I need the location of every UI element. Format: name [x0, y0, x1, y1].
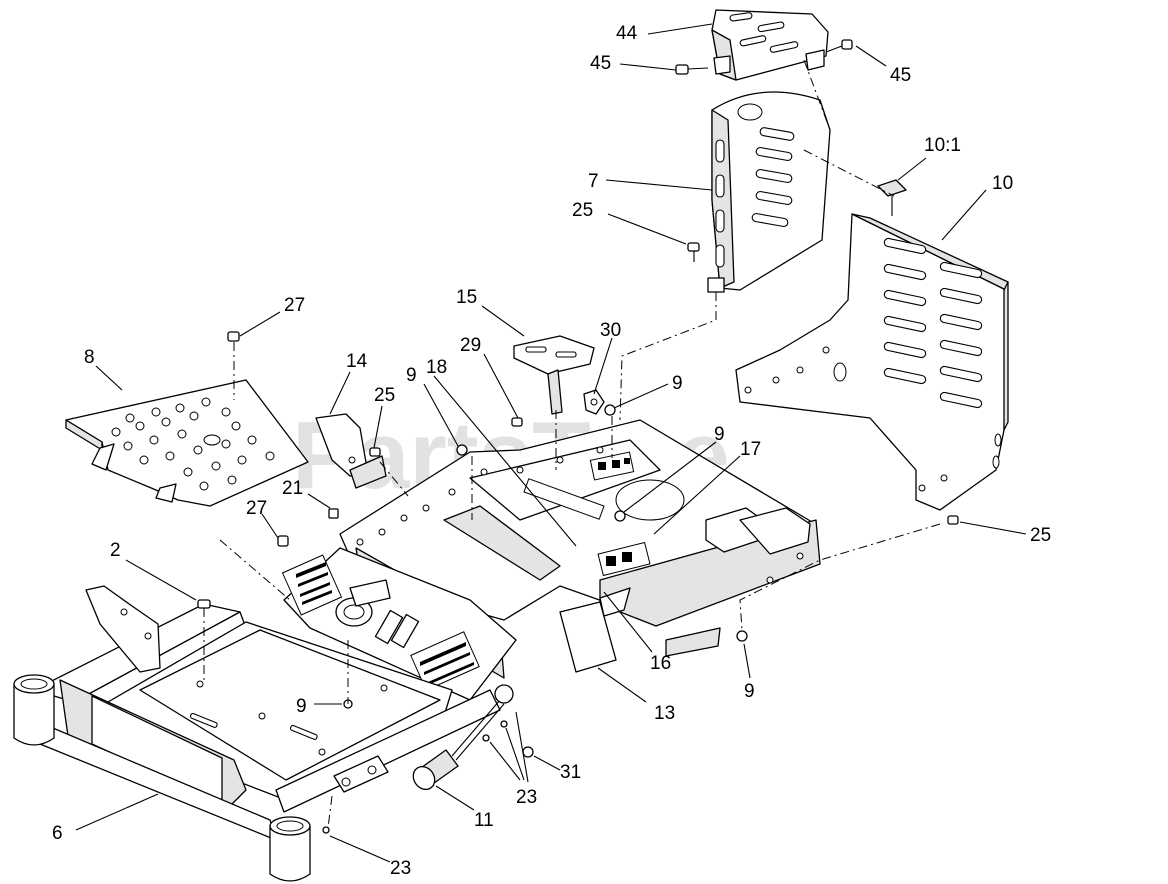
callout-11: 11: [474, 810, 494, 831]
bolt-25-lower: [947, 515, 959, 525]
callout-27-upper: 27: [284, 295, 305, 316]
part-21-clip: [328, 508, 339, 519]
nut-31: [522, 746, 534, 758]
callout-10-1: 10:1: [924, 135, 961, 156]
seat-support-slots: [883, 237, 983, 409]
callout-44: 44: [616, 23, 638, 44]
part-7-rear-shield: [707, 91, 831, 293]
callout-29: 29: [460, 335, 481, 356]
callout-21: 21: [282, 478, 303, 499]
callout-45-right: 45: [890, 65, 911, 86]
part-14-side-guard: [315, 413, 387, 489]
caster-tube-left: [13, 674, 55, 746]
bolt-2: [197, 599, 211, 609]
bolt-25-upper: [687, 242, 700, 262]
callout-6: 6: [52, 823, 63, 844]
nut-9-center: [614, 510, 626, 522]
part-30-bracket: [583, 389, 605, 415]
part-15-bracket: [513, 335, 595, 415]
callout-23-center: 23: [516, 787, 537, 808]
bolt-45-right: [825, 39, 853, 53]
frame-pan-assembly: [339, 419, 821, 679]
pins-23: [322, 720, 508, 834]
caster-tube-right: [269, 816, 311, 882]
bolt-25-mid: [369, 447, 381, 457]
warning-decal-left: [281, 554, 343, 616]
part-8-floor-plate: [65, 379, 309, 507]
callout-25-right: 25: [1030, 525, 1051, 546]
callout-14: 14: [346, 351, 368, 372]
callout-9-upper: 9: [672, 373, 683, 394]
part-6-front-frame: [13, 585, 501, 882]
callout-10: 10: [992, 173, 1013, 194]
leader-lines: [75, 23, 1027, 863]
callout-30: 30: [600, 320, 621, 341]
callout-9-mid: 9: [406, 365, 417, 386]
bolt-45-left: [675, 64, 709, 75]
callout-23-bottom: 23: [390, 858, 411, 879]
callout-31: 31: [560, 762, 581, 783]
callout-45-left: 45: [590, 53, 611, 74]
part-10-1-clip: [877, 179, 907, 216]
callout-16: 16: [650, 653, 671, 674]
callout-7: 7: [588, 171, 599, 192]
callout-labels: 44 45 45 10:1 10 7 25 27 8 15 30 29 9 14…: [52, 23, 1051, 879]
callout-9-center: 9: [714, 424, 725, 445]
callout-25-upper: 25: [572, 200, 593, 221]
callout-27-lower: 27: [246, 498, 267, 519]
control-panel: [281, 547, 517, 701]
nut-9-small-right: [736, 630, 748, 642]
bolt-27-lower: [277, 535, 289, 547]
callout-17: 17: [740, 439, 761, 460]
warning-decal-right: [410, 631, 480, 691]
bolt-29: [511, 417, 523, 427]
assembly-lines: [203, 59, 941, 829]
part-11-cylinder: [412, 684, 514, 791]
part-44-top-cover: [711, 9, 829, 81]
callout-13: 13: [654, 703, 675, 724]
nut-9-mid: [456, 444, 468, 456]
nut-9-upper: [604, 404, 616, 416]
callout-15: 15: [456, 287, 477, 308]
callout-18: 18: [426, 357, 447, 378]
callout-2: 2: [110, 540, 121, 561]
part-10-seat-support: [735, 213, 1009, 511]
callout-25-mid: 25: [374, 385, 395, 406]
callout-8: 8: [84, 347, 95, 368]
floor-plate-holes: [111, 397, 275, 491]
callout-9-right: 9: [744, 681, 755, 702]
callout-9-frame: 9: [296, 696, 307, 717]
bolt-27-upper: [227, 331, 240, 342]
